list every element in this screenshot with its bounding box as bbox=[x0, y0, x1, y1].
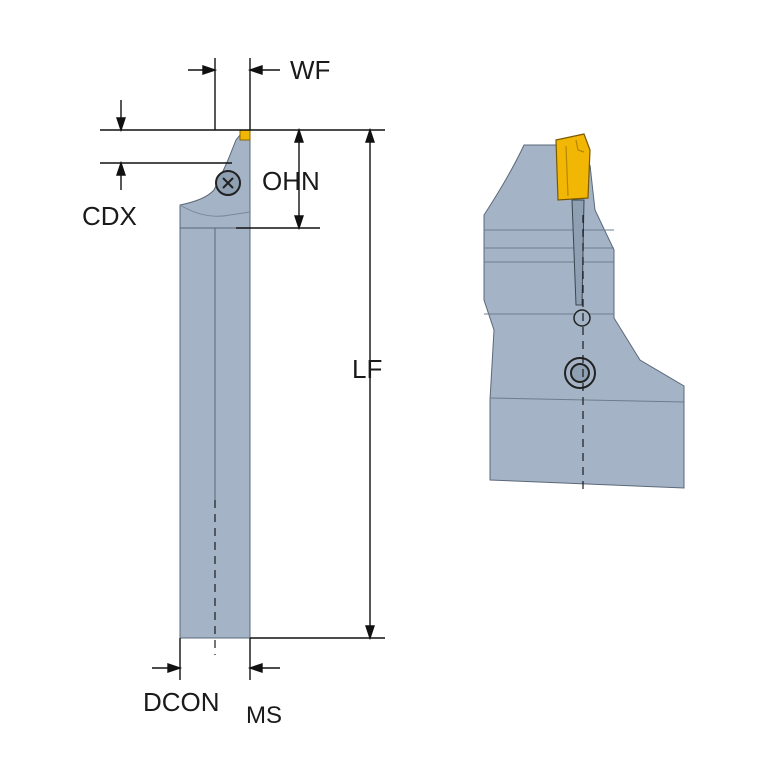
insert-tip bbox=[239, 129, 251, 141]
front-clamp-screw-inner bbox=[570, 363, 590, 383]
tool-front-view bbox=[483, 133, 685, 495]
dimension-label-dcon: DCON bbox=[143, 687, 220, 717]
tool-head-shoulder bbox=[179, 204, 251, 217]
dimension-label-wf: WF bbox=[290, 55, 330, 85]
slot-relief-hole bbox=[573, 309, 591, 327]
front-insert bbox=[555, 133, 591, 201]
tool-side-view bbox=[179, 129, 251, 655]
dimension-label-dcon-subscript: MS bbox=[246, 702, 282, 729]
dimension-label-ohn: OHN bbox=[262, 166, 320, 196]
front-band-line-5 bbox=[489, 397, 685, 403]
clamp-screw-socket bbox=[222, 177, 234, 189]
dimension-label-cdx: CDX bbox=[82, 201, 137, 231]
front-insert-detail bbox=[565, 139, 585, 197]
insert-slot bbox=[571, 199, 585, 306]
dimension-lines bbox=[100, 58, 385, 680]
dimension-label-lf: LF bbox=[352, 354, 382, 384]
